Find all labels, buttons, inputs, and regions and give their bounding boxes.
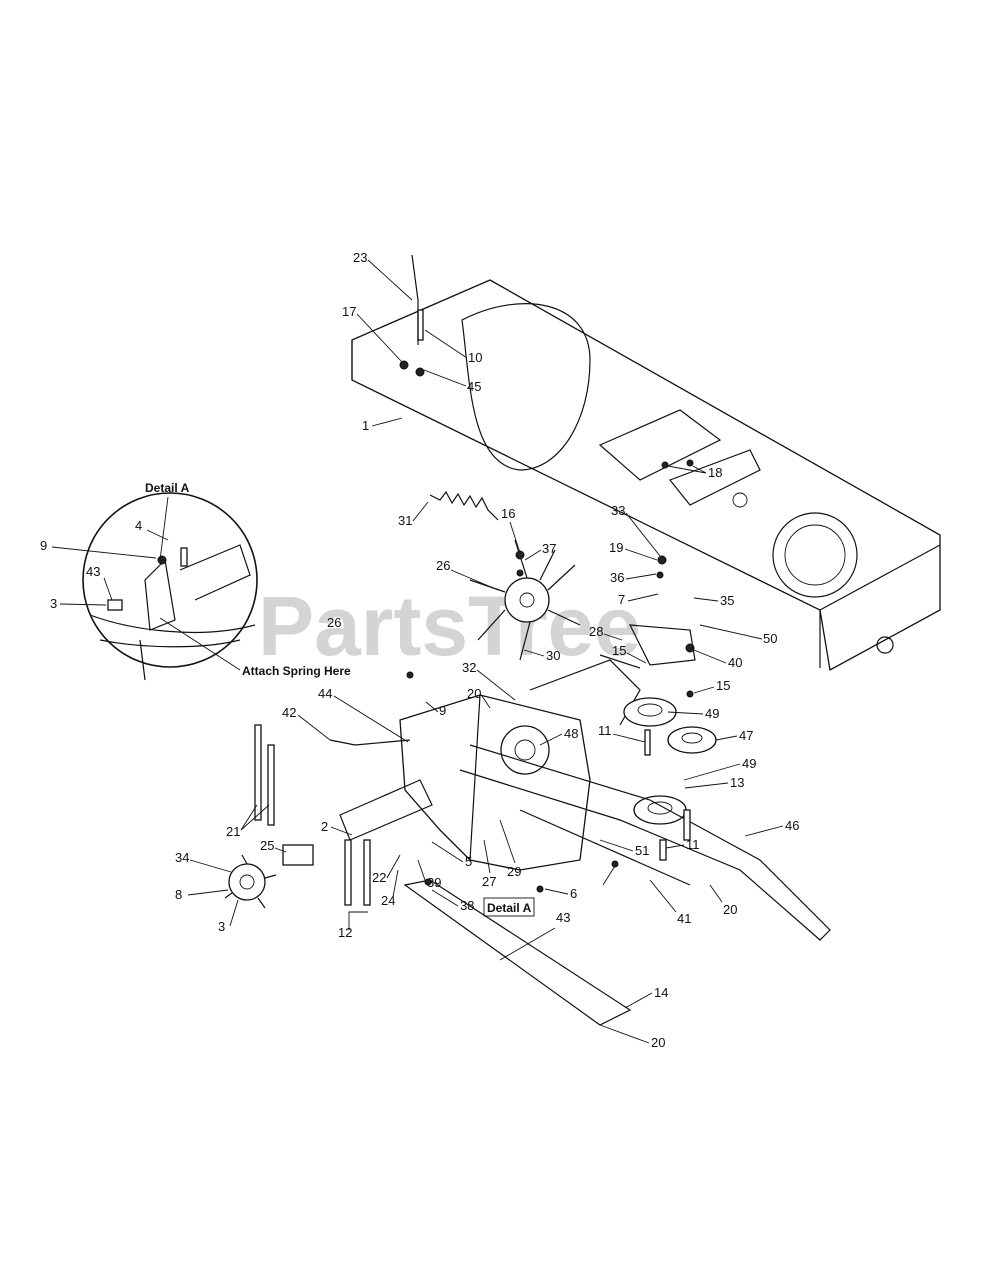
detail-a-box [483, 897, 535, 917]
detail-a-box-label: Detail A [487, 901, 532, 915]
detail-label-43: 43 [86, 564, 100, 579]
part-label: 44 [318, 686, 332, 701]
part-label: 14 [654, 985, 668, 1000]
part-label: 50 [763, 631, 777, 646]
part-label: 12 [338, 925, 352, 940]
detail-leader-9 [51, 546, 157, 559]
detail-leader-4 [146, 529, 169, 541]
wheel-hub [224, 844, 314, 909]
part-label: 5 [465, 854, 472, 869]
part-label: 9 [439, 703, 446, 718]
part-label: 20 [723, 902, 737, 917]
part-label: 46 [785, 818, 799, 833]
pulley-group [623, 697, 717, 825]
detail-leader-3 [59, 603, 107, 606]
part-label: 29 [507, 864, 521, 879]
transaxle-assembly [339, 659, 641, 871]
part-label: 21 [226, 824, 240, 839]
part-label: 42 [282, 705, 296, 720]
part-label: 7 [618, 592, 625, 607]
part-label: 11 [598, 723, 612, 738]
part-label: 15 [612, 643, 626, 658]
watermark-text: PartsTree [258, 579, 641, 673]
part-label: 1 [362, 418, 369, 433]
part-label: 27 [482, 874, 496, 889]
part-label: 35 [720, 593, 734, 608]
part-label: 24 [381, 893, 395, 908]
part-label: 51 [635, 843, 649, 858]
part-label: 31 [398, 513, 412, 528]
part-label: 49 [705, 706, 719, 721]
part-label: 16 [501, 506, 515, 521]
detail-a-title: Detail A [145, 481, 190, 495]
detail-label-4: 4 [135, 518, 142, 533]
part-label: 26 [436, 558, 450, 573]
part-label: 19 [609, 540, 623, 555]
part-label: 10 [468, 350, 482, 365]
part-label: 47 [739, 728, 753, 743]
part-label: 41 [677, 911, 691, 926]
part-label: 48 [564, 726, 578, 741]
frame-assembly [351, 279, 941, 672]
detail-title-leader [159, 496, 169, 561]
part-label: 11 [686, 837, 700, 852]
part-label: 30 [546, 648, 560, 663]
part-label: 45 [467, 379, 481, 394]
part-label: 2 [321, 819, 328, 834]
part-label: 22 [372, 870, 386, 885]
part-label: 36 [610, 570, 624, 585]
part-label: 25 [260, 838, 274, 853]
part-label: 17 [342, 304, 356, 319]
part-label: 26 [327, 615, 341, 630]
part-label: 33 [611, 503, 625, 518]
part-label: 32 [462, 660, 476, 675]
part-label: 43 [556, 910, 570, 925]
part-label: 6 [570, 886, 577, 901]
drive-belt [459, 744, 831, 941]
part-label: 49 [742, 756, 756, 771]
rods-and-pins [254, 254, 696, 1026]
part-label: 34 [175, 850, 189, 865]
detail-note-leader [159, 617, 241, 671]
part-label: 3 [218, 919, 225, 934]
part-label: 20 [651, 1035, 665, 1050]
part-label: 38 [460, 898, 474, 913]
detail-a-note: Attach Spring Here [242, 664, 351, 678]
part-label: 37 [542, 541, 556, 556]
detail-a-inset [82, 492, 258, 681]
part-label: 39 [427, 875, 441, 890]
part-label: 28 [589, 624, 603, 639]
detail-leader-43 [103, 577, 113, 601]
part-label: 20 [467, 686, 481, 701]
part-callouts: 23 17 10 45 1 18 33 19 36 7 35 31 16 37 … [175, 250, 799, 1050]
detail-label-3: 3 [50, 596, 57, 611]
part-label: 40 [728, 655, 742, 670]
part-label: 15 [716, 678, 730, 693]
part-label: 8 [175, 887, 182, 902]
part-label: 18 [708, 465, 722, 480]
detail-label-9: 9 [40, 538, 47, 553]
spring-31 [429, 490, 499, 521]
part-label: 13 [730, 775, 744, 790]
part-label: 23 [353, 250, 367, 265]
